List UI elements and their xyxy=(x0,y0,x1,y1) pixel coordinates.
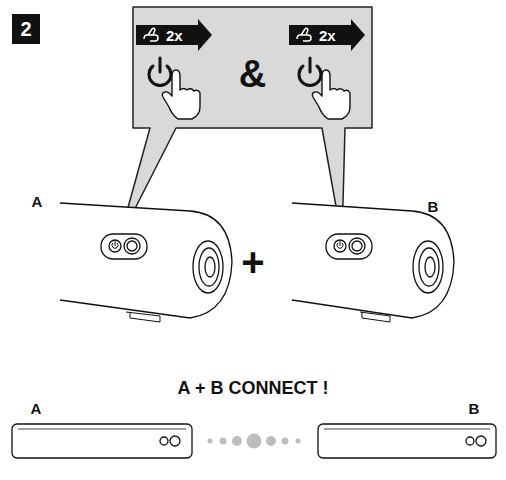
press-twice-badge: 2x xyxy=(289,19,365,51)
speaker-label: B xyxy=(428,198,439,215)
speaker-top-view xyxy=(12,424,496,458)
callout-box: & 2x 2x xyxy=(133,7,372,128)
speaker-b xyxy=(292,203,454,322)
callout-bubble xyxy=(119,7,372,240)
speaker-label: A xyxy=(31,400,42,417)
press-count: 2x xyxy=(166,27,183,44)
connection-dots xyxy=(208,434,301,449)
press-count: 2x xyxy=(319,27,336,44)
and-sign: & xyxy=(239,53,266,96)
plus-sign: + xyxy=(241,240,264,285)
step-number-box: 2 xyxy=(12,14,40,44)
speaker-label: A xyxy=(32,193,43,210)
speaker-label: B xyxy=(469,400,480,417)
speaker-a xyxy=(60,203,232,322)
press-twice-badge: 2x xyxy=(136,19,212,51)
step-number: 2 xyxy=(20,18,31,41)
connect-heading: A + B CONNECT ! xyxy=(178,378,329,399)
